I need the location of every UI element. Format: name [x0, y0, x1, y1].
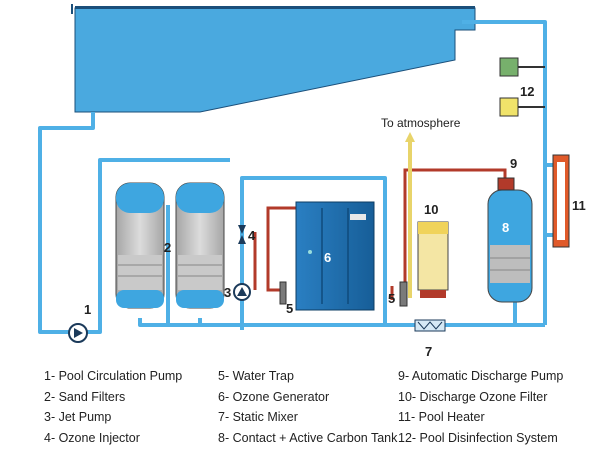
legend-item: 1- Pool Circulation Pump [44, 369, 183, 383]
label-4: 4 [248, 228, 256, 243]
legend-column-1: 1- Pool Circulation Pump 2- Sand Filters… [44, 366, 182, 448]
sand-filter-left [115, 182, 165, 309]
legend: 1- Pool Circulation Pump 2- Sand Filters… [0, 360, 600, 450]
label-2: 2 [164, 240, 171, 255]
legend-item: 9- Automatic Discharge Pump [398, 369, 564, 383]
pool-disinfection-system [499, 57, 545, 117]
legend-item: 10- Discharge Ozone Filter [398, 389, 548, 404]
discharge-ozone-filter [417, 221, 449, 298]
legend-item: 5- Water Trap [218, 369, 294, 383]
label-9: 9 [510, 156, 517, 171]
label-10: 10 [424, 202, 438, 217]
label-5b: 5 [388, 291, 395, 306]
label-12: 12 [520, 84, 534, 99]
label-8: 8 [502, 220, 509, 235]
pool-heater [552, 154, 570, 248]
water-trap-left [279, 281, 287, 305]
static-mixer [414, 319, 446, 332]
legend-item: 12- Pool Disinfection System [398, 430, 558, 445]
label-7: 7 [425, 344, 432, 359]
legend-item: 6- Ozone Generator [218, 389, 330, 404]
label-1: 1 [84, 302, 91, 317]
vent-arrow [405, 132, 415, 142]
legend-item: 2- Sand Filters [44, 389, 126, 404]
contact-tank [487, 177, 533, 303]
jet-pump [233, 283, 251, 301]
legend-item: 7- Static Mixer [218, 410, 298, 424]
legend-item: 11- Pool Heater [398, 410, 485, 424]
legend-item: 3- Jet Pump [44, 410, 112, 424]
ozone-line [253, 168, 507, 300]
sand-filter-right [175, 182, 225, 309]
legend-item: 8- Contact + Active Carbon Tank [218, 430, 398, 445]
ozone-injector [238, 225, 246, 244]
pool [71, 4, 476, 113]
label-11: 11 [572, 198, 586, 213]
label-6: 6 [324, 250, 331, 265]
water-trap-right [399, 281, 408, 307]
legend-item: 4- Ozone Injector [44, 430, 140, 445]
label-3: 3 [224, 285, 231, 300]
circulation-pump [68, 323, 88, 343]
legend-column-2: 5- Water Trap 6- Ozone Generator 7- Stat… [218, 366, 397, 448]
to-atmosphere-label: To atmosphere [381, 116, 461, 130]
legend-column-3: 9- Automatic Discharge Pump 10- Discharg… [398, 366, 563, 448]
label-5a: 5 [286, 301, 293, 316]
ozone-generator [295, 201, 375, 311]
